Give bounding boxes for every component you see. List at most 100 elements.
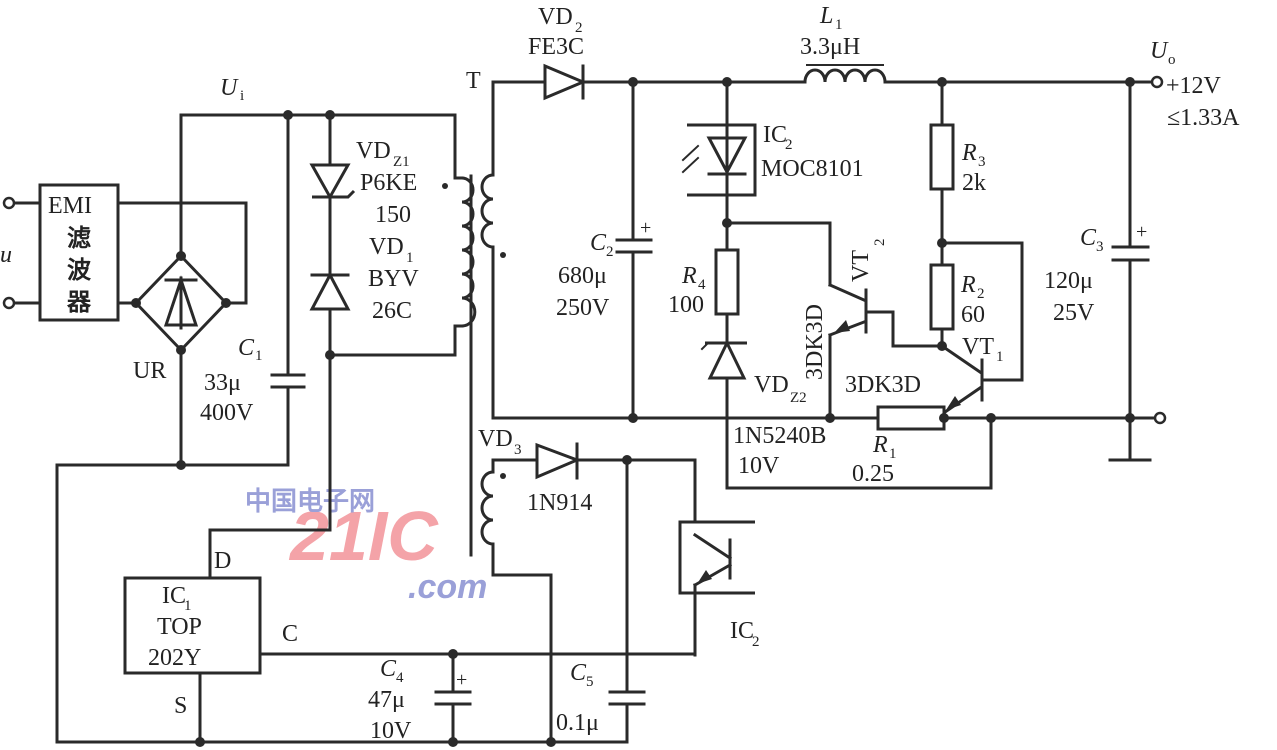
c4-name: C xyxy=(380,656,397,682)
filter-cn-2: 波 xyxy=(67,256,92,284)
capacitor-c1: C 1 33μ 400V xyxy=(176,110,306,470)
watermark-21ic: 21IC xyxy=(288,497,439,575)
uo-sub: o xyxy=(1168,52,1176,68)
inductor-l1: L 1 3.3μH xyxy=(800,3,1142,84)
vdz1-part2: 150 xyxy=(375,202,411,228)
vd2-sub: 2 xyxy=(575,20,583,36)
ic2-tr-sub: 2 xyxy=(752,634,760,650)
output-voltage: +12V xyxy=(1166,73,1222,99)
optocoupler-led: IC 2 MOC8101 xyxy=(681,77,864,228)
vd3-part: 1N914 xyxy=(527,490,592,516)
output-terminal-positive xyxy=(1150,75,1164,89)
c2-plus: + xyxy=(640,217,651,239)
c5-sub: 5 xyxy=(586,674,594,690)
filter-cn-3: 器 xyxy=(66,288,92,316)
output-terminal-ground xyxy=(1153,411,1167,425)
c2-sub: 2 xyxy=(606,244,614,260)
r1-value: 0.25 xyxy=(852,461,894,487)
ic2-tr-name: IC xyxy=(730,618,754,644)
c3-plus: + xyxy=(1136,221,1147,243)
vdz1-name: VD xyxy=(356,138,391,164)
vt2-part: 3DK3D xyxy=(802,304,828,380)
ic2-led-name: IC xyxy=(763,122,787,148)
c4-plus: + xyxy=(456,669,467,691)
ic1-pin-c: C xyxy=(282,621,298,647)
l1-value: 3.3μH xyxy=(800,34,860,60)
transistor-vt2: 3DK3D VT 2 xyxy=(725,221,944,423)
c2-value: 680μ xyxy=(558,263,607,289)
r4-name: R xyxy=(681,263,697,289)
r4-sub: 4 xyxy=(698,277,706,293)
vdz2-rating: 10V xyxy=(738,453,780,479)
capacitor-c5: C 5 0.1μ xyxy=(556,458,646,744)
vt1-part: 3DK3D xyxy=(845,372,921,398)
output-current: ≤1.33A xyxy=(1167,105,1240,131)
r3-sub: 3 xyxy=(978,154,986,170)
vdz2-name: VD xyxy=(754,372,789,398)
c3-sub: 3 xyxy=(1096,239,1104,255)
c2-rating: 250V xyxy=(556,295,610,321)
vt2-sub: 2 xyxy=(872,239,888,247)
r3-value: 2k xyxy=(962,170,986,196)
r1-name: R xyxy=(872,432,888,458)
resistor-r1: R 1 0.25 xyxy=(725,405,1142,490)
r4-value: 100 xyxy=(668,292,704,318)
input-terminal-1 xyxy=(2,196,16,210)
capacitor-c2: + C 2 680μ 250V xyxy=(491,77,653,423)
ui-label: U xyxy=(220,75,239,101)
c2-name: C xyxy=(590,230,607,256)
c1-sub: 1 xyxy=(255,348,263,364)
ic1-name: IC xyxy=(162,583,186,609)
input-terminal-2 xyxy=(2,296,16,310)
vdz1-part1: P6KE xyxy=(360,170,417,196)
emi-label: EMI xyxy=(48,193,92,219)
clamp-diodes: VD Z1 P6KE 150 VD 1 BYV 26C xyxy=(208,110,464,580)
ic2-led-sub: 2 xyxy=(785,137,793,153)
uo-label: U xyxy=(1150,38,1169,64)
l1-sub: 1 xyxy=(835,17,843,33)
c1-value: 33μ xyxy=(204,370,241,396)
c1-name: C xyxy=(238,335,255,361)
c4-rating: 10V xyxy=(370,718,412,744)
vd1-sub: 1 xyxy=(406,250,414,266)
diode-vd3: VD 3 1N914 xyxy=(478,426,697,516)
vd2-part: FE3C xyxy=(528,34,584,60)
watermark-domain: .com xyxy=(408,568,487,606)
c5-value: 0.1μ xyxy=(556,710,599,736)
input-wires xyxy=(116,113,457,467)
transformer-label: T xyxy=(466,68,481,94)
r3-name: R xyxy=(961,140,977,166)
ground-bus xyxy=(55,463,629,747)
watermark: 21IC 中国电子网 .com xyxy=(245,487,487,606)
vdz2-part: 1N5240B xyxy=(733,423,826,449)
l1-name: L xyxy=(819,3,833,29)
c5-name: C xyxy=(570,660,587,686)
vd3-sub: 3 xyxy=(514,442,522,458)
input-terminals: u xyxy=(0,196,42,310)
vdz2-sub: Z2 xyxy=(790,390,807,406)
c3-value: 120μ xyxy=(1044,268,1093,294)
vd1-part1: BYV xyxy=(368,266,419,292)
c4-value: 47μ xyxy=(368,687,405,713)
vt2-name: VT xyxy=(848,250,874,282)
capacitor-c3: + C 3 120μ 25V xyxy=(1044,80,1167,462)
ic1-part1: TOP xyxy=(157,614,202,640)
r2-name: R xyxy=(960,272,976,298)
ic2-led-part: MOC8101 xyxy=(761,156,864,182)
bridge-label: UR xyxy=(133,358,166,384)
vd1-name: VD xyxy=(369,234,404,260)
vd2-name: VD xyxy=(538,4,573,30)
vd3-name: VD xyxy=(478,426,513,452)
r3-r2-vt1: R 3 2k R 2 60 VT 1 3DK3D xyxy=(845,77,1024,423)
optocoupler-transistor: IC 2 xyxy=(678,458,760,657)
vdz1-sub: Z1 xyxy=(393,154,410,170)
ic1-pin-d: D xyxy=(214,548,231,574)
r4-vdz2: R 4 100 VD Z2 1N5240B 10V xyxy=(668,221,826,490)
c4-sub: 4 xyxy=(396,670,404,686)
ic1-sub: 1 xyxy=(184,598,192,614)
input-label: u xyxy=(0,242,12,268)
c1-rating: 400V xyxy=(200,400,254,426)
watermark-cn: 中国电子网 xyxy=(245,487,375,517)
ic1-part2: 202Y xyxy=(148,645,201,671)
